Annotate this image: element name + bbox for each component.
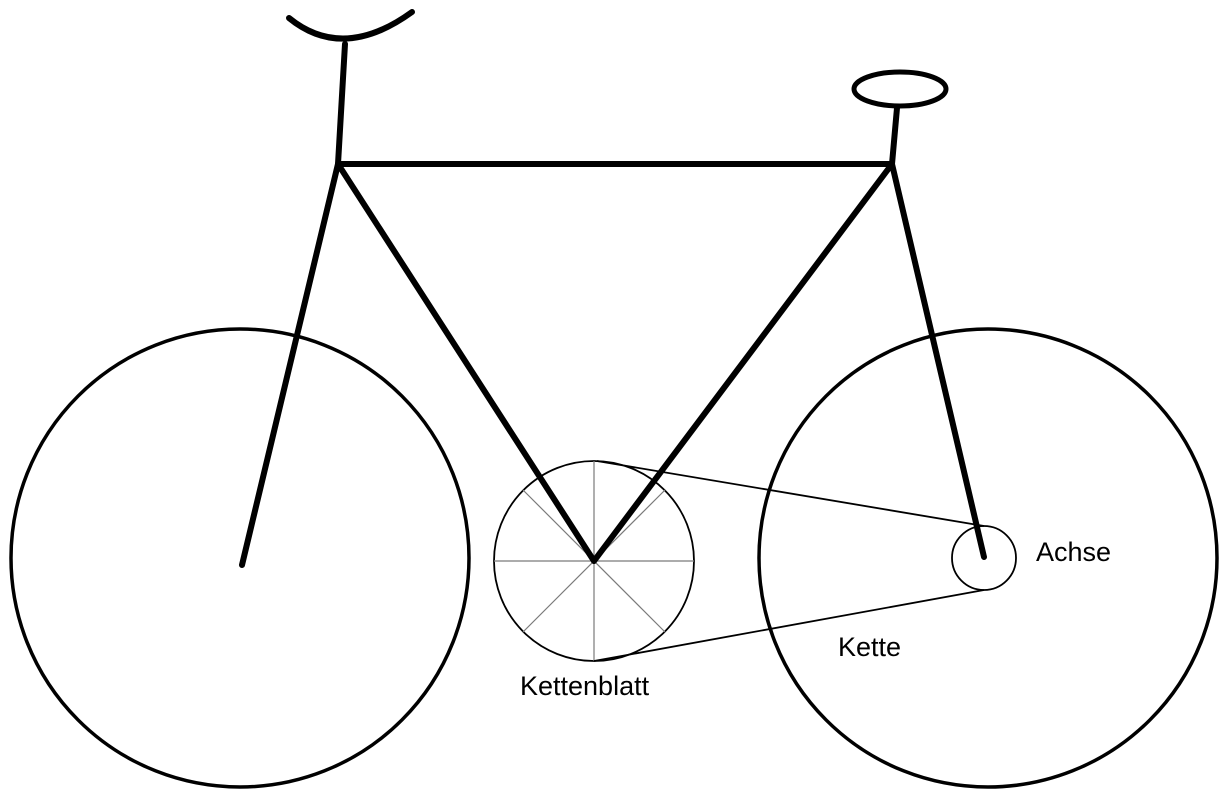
label-chainring: Kettenblatt — [520, 671, 650, 701]
chain-upper — [597, 461, 984, 526]
handlebar — [289, 12, 412, 39]
handlebar-stem — [338, 44, 345, 164]
front-wheel — [11, 329, 469, 787]
front-fork — [242, 164, 338, 565]
seat-tube — [594, 164, 892, 561]
rear-wheel — [759, 329, 1217, 787]
seat-post — [892, 108, 897, 164]
label-axle: Achse — [1036, 537, 1111, 567]
saddle — [854, 72, 946, 106]
down-tube — [338, 164, 594, 561]
chain-stay-rear — [892, 164, 984, 557]
label-chain: Kette — [838, 632, 901, 662]
chain-lower — [594, 590, 984, 661]
